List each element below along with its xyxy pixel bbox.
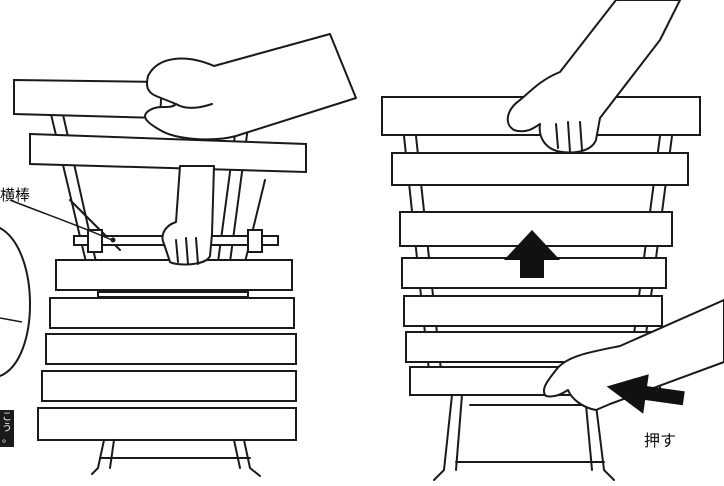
- detail-circle: [0, 228, 30, 376]
- front-leg: [586, 405, 592, 470]
- backrest-slat-top: [14, 80, 162, 118]
- front-leg: [110, 440, 114, 468]
- detail-line: [0, 318, 22, 322]
- front-leg: [234, 440, 240, 468]
- front-leg: [596, 405, 614, 480]
- note-badge: こ う 。: [0, 410, 14, 447]
- backrest-slat: [392, 153, 688, 185]
- lower-hand-arm: [163, 166, 215, 264]
- label-leader-line: [10, 200, 112, 240]
- backrest-slat: [30, 134, 306, 172]
- seat-slat: [404, 296, 662, 326]
- right-chair-figure: [382, 0, 724, 480]
- rear-leg: [434, 395, 452, 480]
- crossbar-label: 横棒: [0, 188, 30, 203]
- seat-slat: [46, 334, 296, 364]
- seat-slat: [42, 371, 296, 401]
- upper-hand-arm: [145, 34, 356, 139]
- seat-slat: [50, 298, 294, 328]
- seat-slat: [38, 408, 296, 440]
- left-chair-figure: [0, 34, 356, 476]
- push-label: 押す: [644, 433, 676, 449]
- seat-frame: [98, 292, 248, 297]
- rear-leg: [456, 395, 462, 470]
- bar-bracket: [248, 230, 262, 252]
